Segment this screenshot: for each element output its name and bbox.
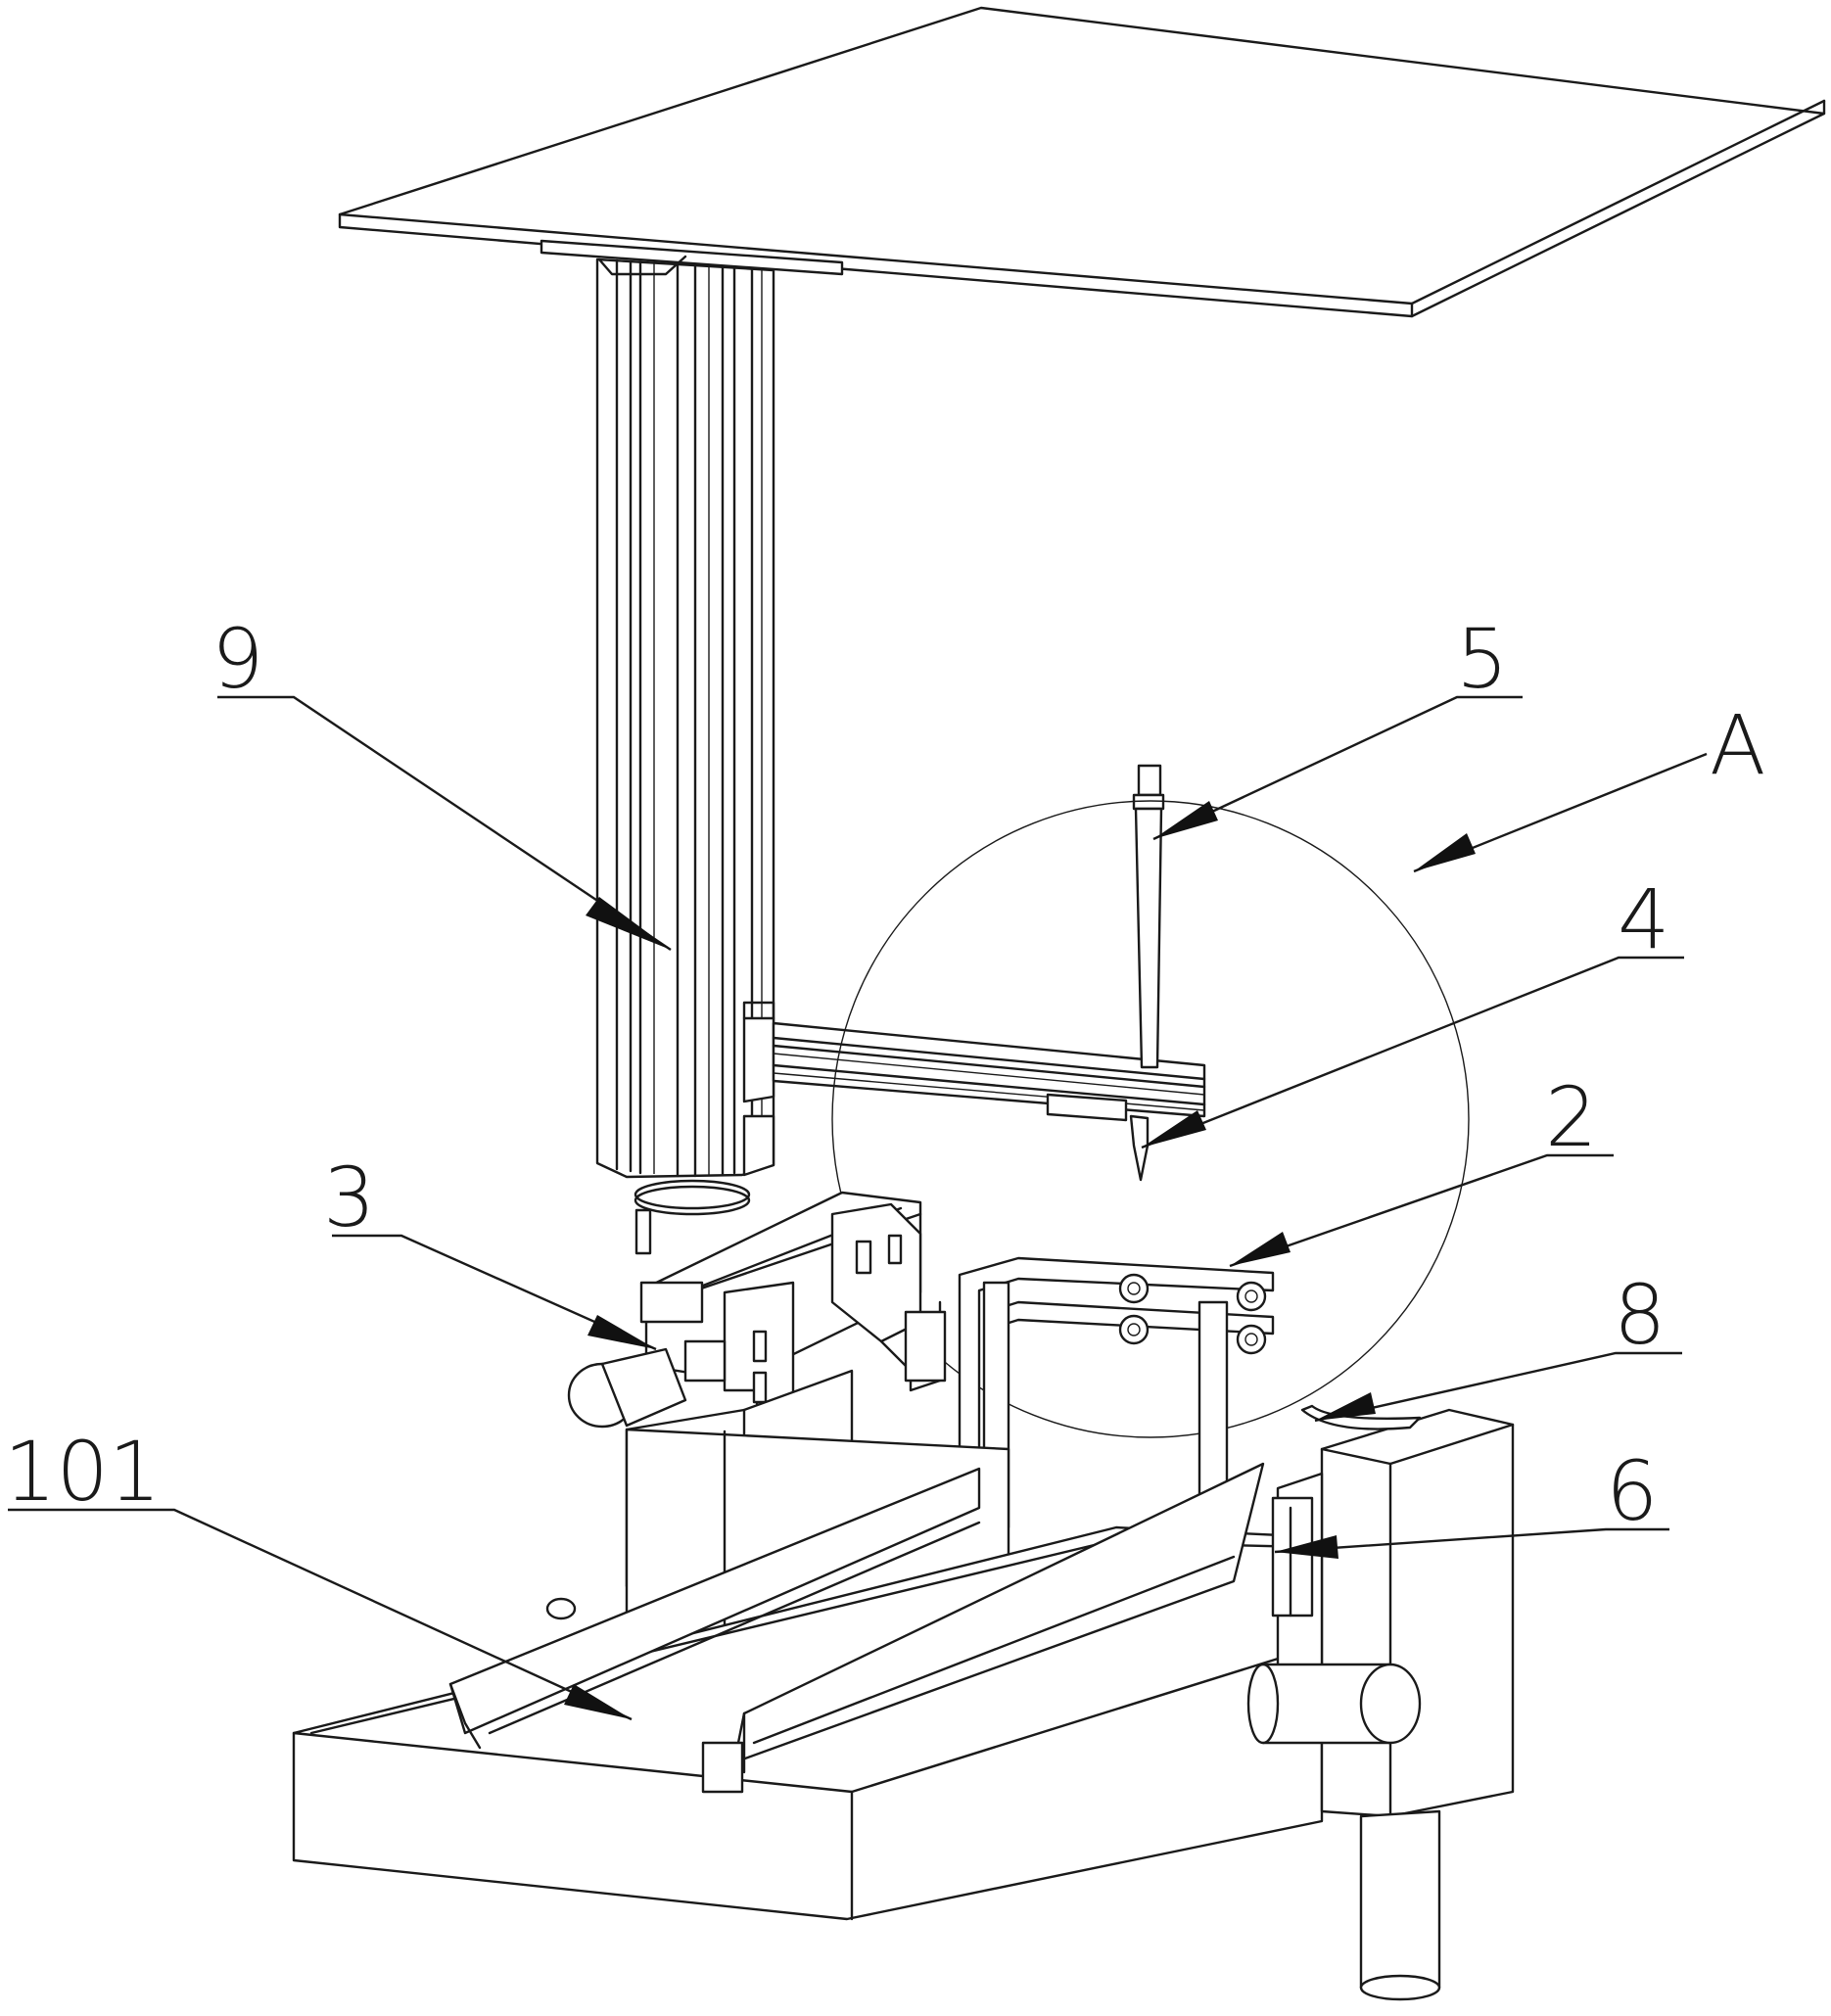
label-a: A bbox=[1710, 697, 1765, 793]
callout-6: 6 bbox=[1274, 1443, 1669, 1559]
top-plate bbox=[338, 6, 1826, 318]
callout-101: 101 bbox=[4, 1424, 633, 1721]
label-6: 6 bbox=[1606, 1443, 1658, 1539]
callout-8: 8 bbox=[1314, 1267, 1682, 1423]
label-5: 5 bbox=[1456, 611, 1508, 707]
label-2: 2 bbox=[1545, 1069, 1597, 1165]
callout-a: A bbox=[1413, 697, 1765, 873]
callout-2: 2 bbox=[1229, 1069, 1614, 1268]
detail-circle-a bbox=[831, 800, 1470, 1438]
vertical-column bbox=[595, 255, 775, 1255]
callout-5: 5 bbox=[1152, 611, 1523, 841]
label-4: 4 bbox=[1618, 871, 1669, 967]
label-8: 8 bbox=[1614, 1267, 1666, 1363]
callout-9: 9 bbox=[211, 611, 672, 951]
label-9: 9 bbox=[211, 611, 263, 707]
horizontal-arm bbox=[742, 764, 1206, 1182]
label-3: 3 bbox=[323, 1149, 375, 1245]
callout-3: 3 bbox=[323, 1149, 657, 1351]
roller-frame bbox=[958, 1256, 1275, 1529]
side-bracket bbox=[1246, 1404, 1515, 2001]
label-101: 101 bbox=[4, 1424, 161, 1520]
tray bbox=[292, 1462, 1324, 1921]
callout-4: 4 bbox=[1141, 871, 1684, 1149]
